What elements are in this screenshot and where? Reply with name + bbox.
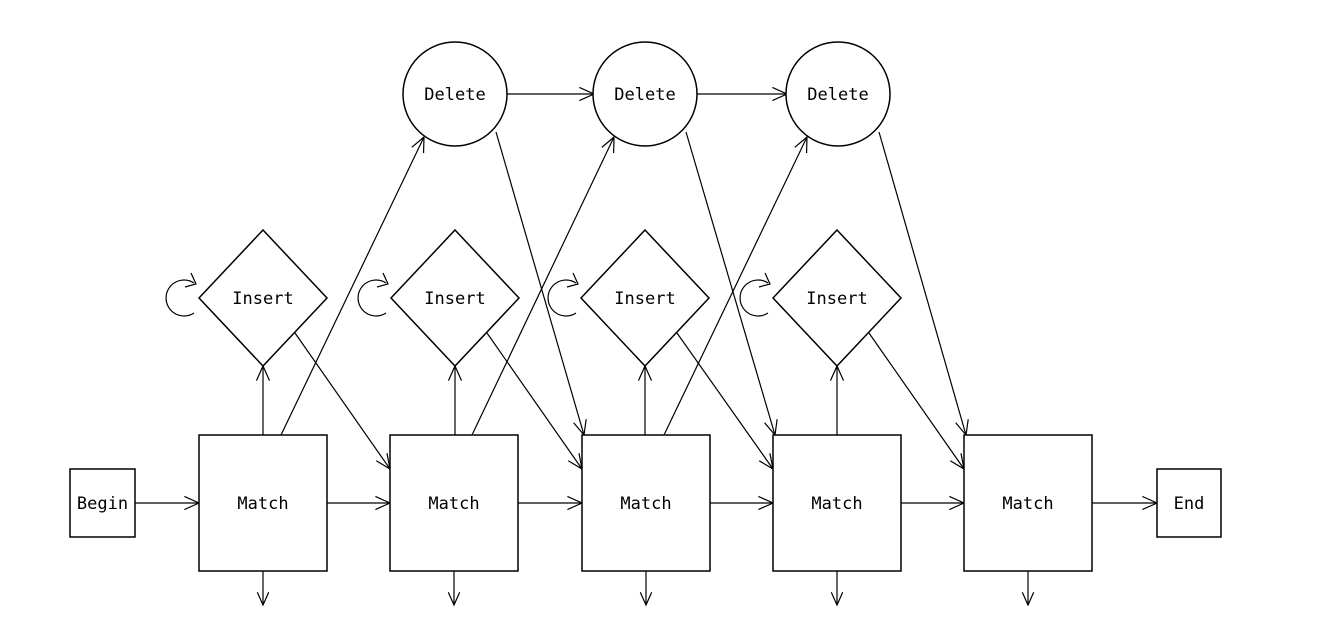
match-node-4 (772, 434, 902, 572)
edge-insert-3-to-match-4-line (676, 332, 774, 470)
edge-match-1-to-insert-1 (255, 364, 271, 435)
match-node-2-label: Match (428, 494, 479, 514)
insert-node-1-label: Insert (232, 289, 293, 309)
edge-match-3-to-delete-3-arrowhead (794, 135, 808, 154)
insert-node-3 (579, 228, 711, 368)
edge-match-3-to-match-4 (710, 495, 775, 511)
match-node-3-label: Match (620, 494, 671, 514)
match-node-5 (963, 434, 1093, 572)
edges-layer (135, 86, 1159, 607)
edge-insert-1-to-match-2-line (294, 332, 391, 470)
edge-match-2-exit-arrowhead (447, 591, 461, 607)
edge-insert-4-to-match-5-line (868, 332, 965, 470)
edge-insert-4-self-loop (739, 272, 771, 317)
edge-insert-1-self-loop (165, 272, 197, 317)
edge-match-1-exit (256, 571, 270, 607)
edge-delete-1-to-match-3 (495, 131, 587, 437)
edge-delete-2-to-match-4-line (685, 131, 776, 436)
end-node (1156, 468, 1222, 538)
insert-node-3-label: Insert (614, 289, 675, 309)
edge-match-4-to-insert-4 (829, 364, 845, 435)
edge-match-1-to-delete-1 (280, 135, 425, 436)
delete-node-3 (785, 41, 891, 147)
edge-match-2-to-insert-2 (447, 364, 463, 435)
match-node-5-label: Match (1002, 494, 1053, 514)
match-node-4-label: Match (811, 494, 862, 514)
begin-node (69, 468, 136, 538)
edge-insert-4-self-loop-arrowhead (758, 272, 771, 288)
match-node-1 (198, 434, 328, 572)
edge-insert-2-self-loop-arc (357, 279, 387, 317)
nodes-layer: Begin End Match Match Match Match Match Insert I… (69, 41, 1222, 572)
edge-match-2-to-delete-2-arrowhead (601, 135, 615, 154)
edge-match-4-exit-arrowhead (830, 591, 844, 607)
edge-match-2-to-delete-2-line (471, 136, 615, 436)
edge-match-3-to-delete-3 (663, 135, 808, 436)
edge-delete-1-to-match-3-line (495, 131, 585, 436)
edge-match-5-exit (1021, 571, 1035, 607)
delete-node-1 (402, 41, 508, 147)
insert-node-1 (197, 228, 329, 368)
insert-node-2 (389, 228, 521, 368)
edge-insert-2-self-loop-arrowhead (376, 272, 389, 288)
delete-node-2-label: Delete (614, 85, 675, 105)
edge-match-4-to-match-5 (901, 495, 966, 511)
edge-insert-3-self-loop-arrowhead (566, 272, 579, 288)
delete-node-1-label: Delete (424, 85, 485, 105)
end-label: End (1174, 494, 1205, 514)
edge-match-3-exit-arrowhead (639, 591, 653, 607)
edge-match-1-to-match-2 (327, 495, 392, 511)
edge-match-5-to-end (1092, 495, 1159, 511)
edge-delete-1-to-delete-2 (507, 86, 596, 102)
match-node-1-label: Match (237, 494, 288, 514)
begin-label: Begin (77, 494, 128, 514)
edge-delete-2-to-delete-3 (697, 86, 789, 102)
edge-insert-4-self-loop-arc (739, 279, 769, 317)
edge-insert-1-self-loop-arrowhead (184, 272, 197, 288)
edge-insert-3-self-loop (547, 272, 579, 317)
edge-match-2-to-match-3 (518, 495, 584, 511)
edge-match-2-to-delete-2 (471, 135, 615, 436)
edge-delete-3-to-match-5-line (878, 131, 967, 436)
edge-insert-1-self-loop-arc (165, 279, 195, 317)
match-node-3 (581, 434, 711, 572)
edge-match-1-to-delete-1-arrowhead (411, 135, 425, 154)
insert-node-4 (771, 228, 903, 368)
edge-insert-2-to-match-3-line (486, 332, 583, 470)
edge-match-1-exit-arrowhead (256, 591, 270, 607)
insert-node-4-label: Insert (806, 289, 867, 309)
edge-insert-2-self-loop (357, 272, 389, 317)
edge-match-4-exit (830, 571, 844, 607)
edge-match-3-to-insert-3 (637, 364, 653, 435)
edge-insert-3-self-loop-arc (547, 279, 577, 317)
edge-begin-to-match-1 (135, 495, 201, 511)
delete-node-3-label: Delete (807, 85, 868, 105)
edge-match-1-to-delete-1-line (280, 136, 425, 436)
edge-match-3-to-delete-3-line (663, 136, 808, 436)
edge-match-3-exit (639, 571, 653, 607)
edge-match-2-exit (447, 571, 461, 607)
delete-node-2 (592, 41, 698, 147)
edge-delete-3-to-match-5 (878, 131, 969, 437)
edge-match-5-exit-arrowhead (1021, 591, 1035, 607)
edge-delete-2-to-match-4 (685, 131, 778, 437)
match-node-2 (389, 434, 519, 572)
insert-node-2-label: Insert (424, 289, 485, 309)
